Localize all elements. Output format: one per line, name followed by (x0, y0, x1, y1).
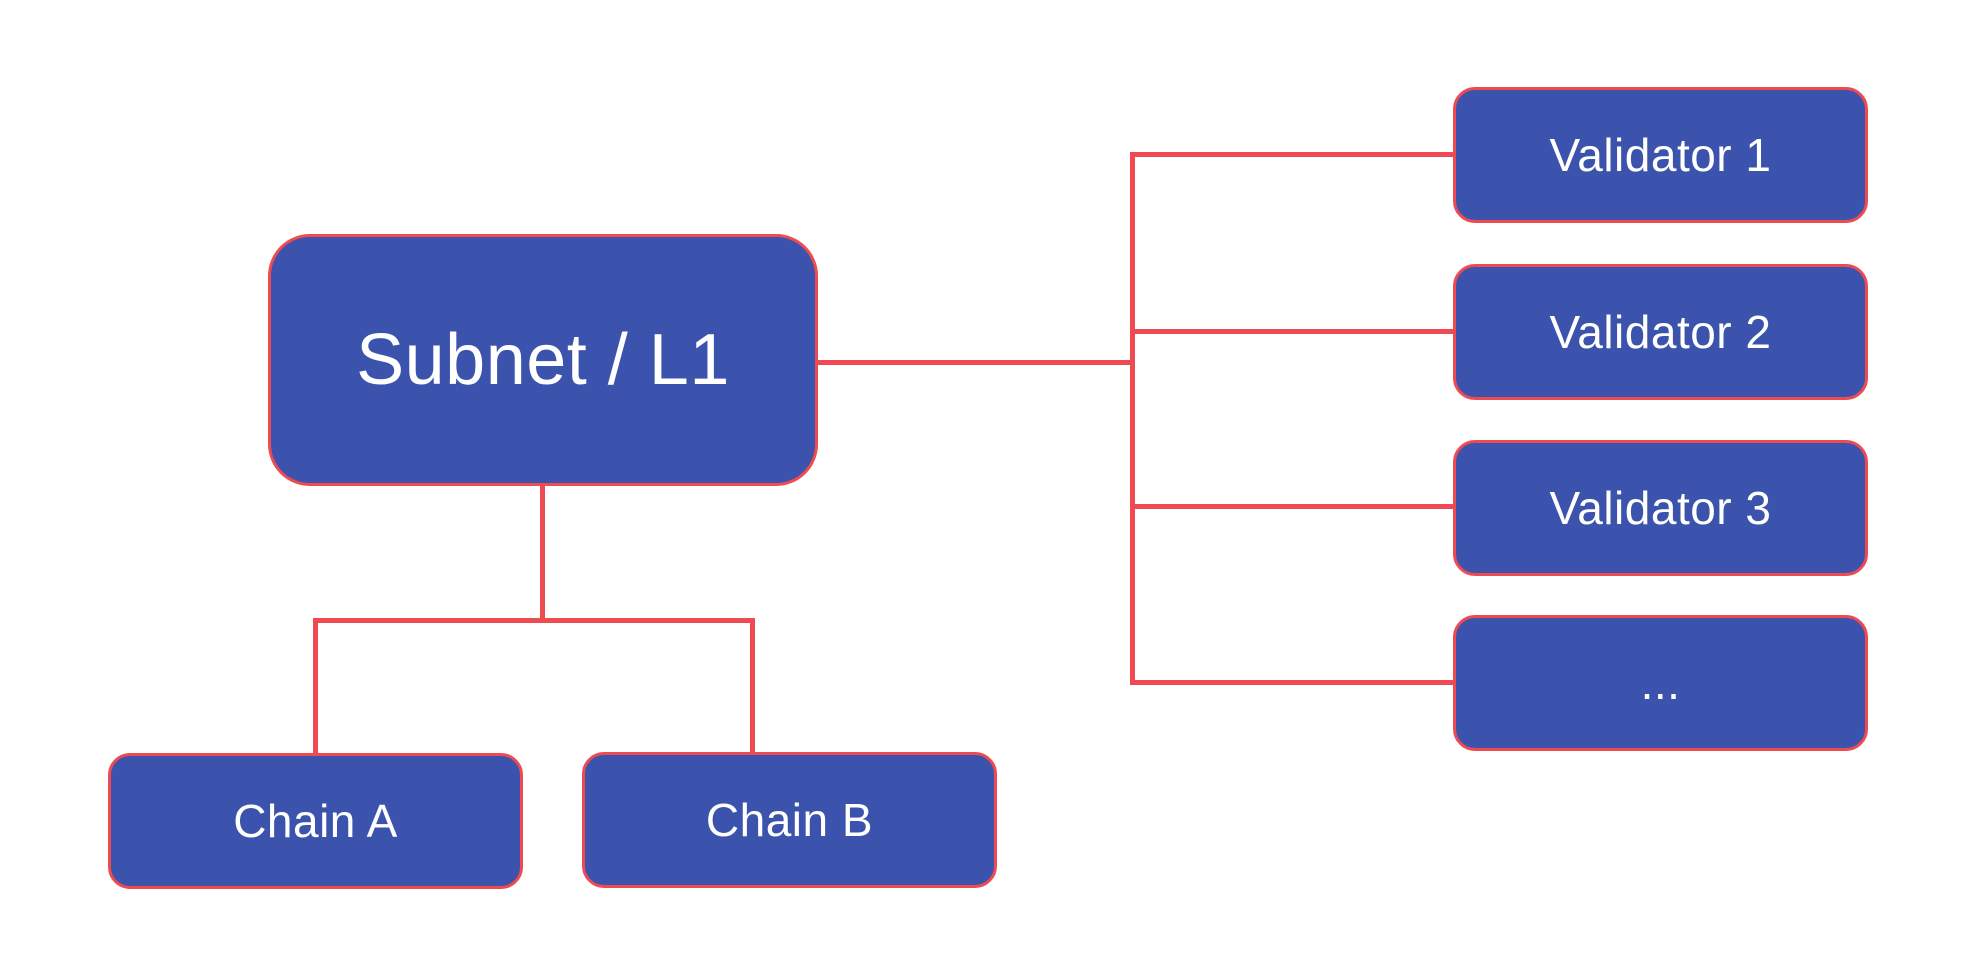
node-chain-a: Chain A (108, 753, 523, 889)
node-validator-2: Validator 2 (1453, 264, 1868, 400)
connector-validator-trunk (1130, 152, 1135, 685)
node-chain-b: Chain B (582, 752, 997, 888)
node-validator-3: Validator 3 (1453, 440, 1868, 576)
node-more-validators-label: ... (1640, 657, 1681, 709)
node-subnet-l1: Subnet / L1 (268, 234, 818, 486)
node-chain-a-label: Chain A (233, 795, 398, 847)
node-validator-1: Validator 1 (1453, 87, 1868, 223)
connector-drop-chain-a (313, 618, 318, 755)
node-validator-1-label: Validator 1 (1549, 129, 1772, 181)
connector-branch-more-validators (1130, 680, 1455, 685)
node-more-validators: ... (1453, 615, 1868, 751)
node-chain-b-label: Chain B (705, 794, 874, 846)
connector-drop-chain-b (750, 618, 755, 754)
connector-chains-horizontal (313, 618, 755, 623)
node-subnet-l1-label: Subnet / L1 (356, 320, 730, 400)
connector-branch-validator-3 (1130, 504, 1455, 509)
node-validator-2-label: Validator 2 (1549, 306, 1772, 358)
connector-subnet-drop (540, 484, 545, 623)
connector-branch-validator-1 (1130, 152, 1455, 157)
node-validator-3-label: Validator 3 (1549, 482, 1772, 534)
connector-subnet-to-trunk (816, 360, 1135, 365)
connector-branch-validator-2 (1130, 329, 1455, 334)
